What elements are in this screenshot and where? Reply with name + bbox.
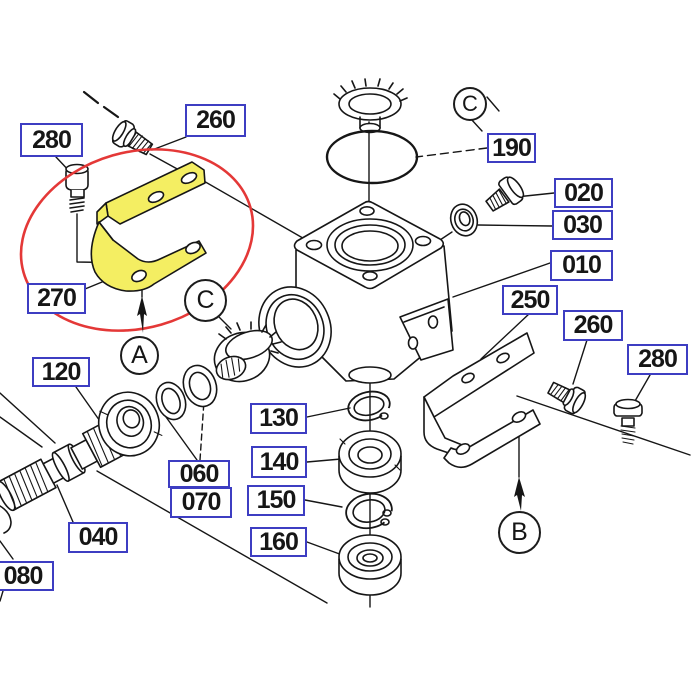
bracket-250 <box>423 332 541 469</box>
label-070: 070 <box>170 487 232 518</box>
seal-160 <box>338 534 402 596</box>
seal-washer-030 <box>449 203 479 237</box>
view-ref-a: A <box>120 336 159 375</box>
left-edge-part <box>0 505 12 534</box>
label-280-topleft: 280 <box>20 123 83 157</box>
arrow-to-a <box>137 296 147 333</box>
label-260-bottom: 260 <box>563 310 623 341</box>
bolt-260-top <box>111 120 154 156</box>
washer-070 <box>182 364 218 408</box>
label-060: 060 <box>168 460 230 488</box>
arrow-to-b <box>514 477 525 511</box>
snap-ring-130 <box>347 390 394 422</box>
label-250: 250 <box>502 285 558 315</box>
bearing-120 <box>97 391 163 457</box>
label-260-topleft: 260 <box>185 104 246 137</box>
bolt-280-bottom <box>613 398 643 445</box>
label-010: 010 <box>550 250 613 281</box>
label-030: 030 <box>552 210 613 240</box>
view-ref-c-mid: C <box>184 279 227 322</box>
label-190: 190 <box>487 133 536 163</box>
label-130: 130 <box>250 403 307 434</box>
label-140: 140 <box>251 446 307 478</box>
view-ref-b: B <box>498 511 541 554</box>
o-ring-190 <box>325 129 419 185</box>
label-080: 080 <box>0 561 54 591</box>
bevel-gear-c <box>213 321 282 383</box>
snap-ring-150 <box>345 492 397 530</box>
label-040: 040 <box>68 522 128 553</box>
bearing-140 <box>338 430 402 494</box>
bracket-270-highlighted <box>90 161 207 292</box>
red-highlight-loop <box>19 148 255 332</box>
label-020: 020 <box>554 178 613 208</box>
bevel-gear-top <box>333 78 408 134</box>
label-120: 120 <box>32 357 90 387</box>
label-280-bottom: 280 <box>627 344 688 375</box>
washer-060 <box>155 381 187 421</box>
gearbox-housing <box>258 200 454 384</box>
label-150: 150 <box>247 485 305 516</box>
view-ref-c-top: C <box>453 87 487 121</box>
label-160: 160 <box>250 527 307 557</box>
label-270: 270 <box>27 283 86 314</box>
plug-bolt-020 <box>485 176 525 212</box>
bolt-260-bottom <box>547 381 587 415</box>
